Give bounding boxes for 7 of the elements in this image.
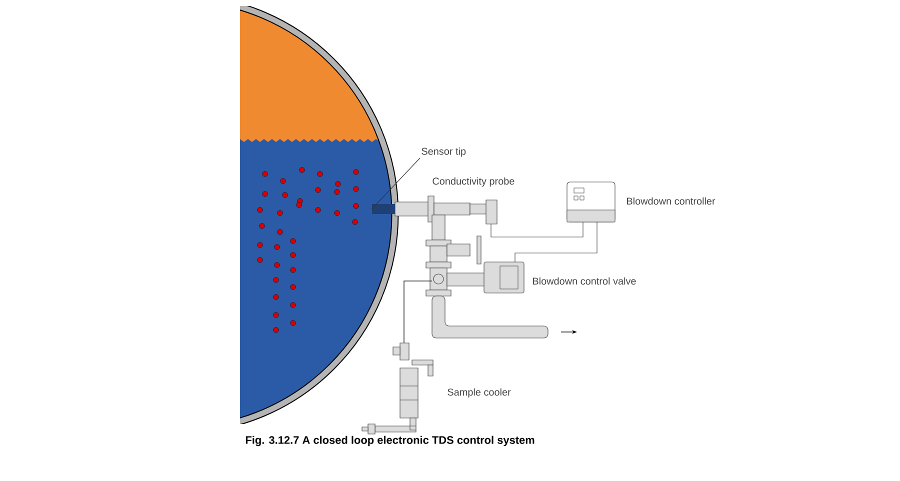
part-label: Blowdown control valve: [533, 277, 636, 285]
part-label: Blowdown controller: [627, 197, 716, 205]
part-label: Conductivity probe: [432, 177, 514, 187]
figure-caption: Fig. 3.12.7 A closed loop electronic TDS control system: [246, 436, 534, 446]
part-label: Sample cooler: [448, 388, 511, 398]
part-label: Sensor tip: [422, 148, 466, 157]
leader-line: [372, 158, 420, 210]
